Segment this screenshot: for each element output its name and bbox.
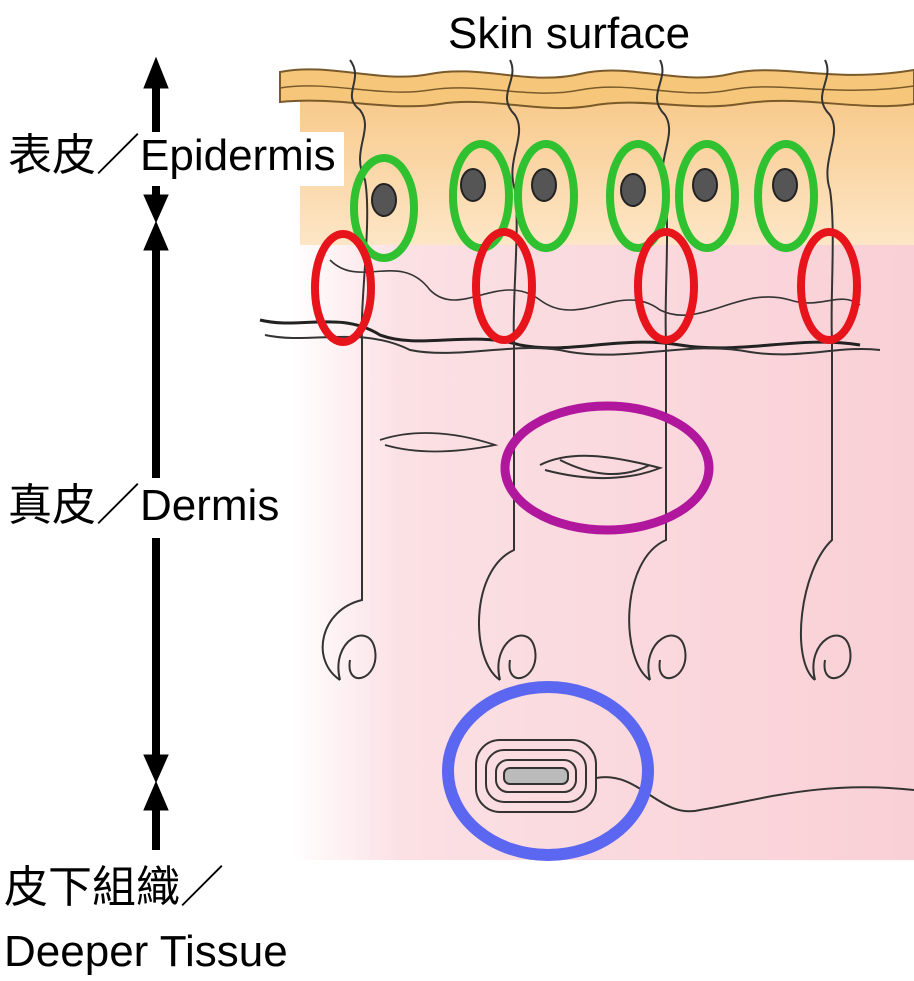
skin-surface-title: Skin surface [448,12,690,56]
epidermis-label: 表皮／Epidermis [4,132,344,186]
dermis-label: 真皮／Dermis [4,478,289,538]
epidermis-band [300,95,914,245]
deeper-tissue-label-line2: Deeper Tissue [4,930,288,974]
deeper-tissue-label-line1: 皮下組織／ [4,866,224,910]
